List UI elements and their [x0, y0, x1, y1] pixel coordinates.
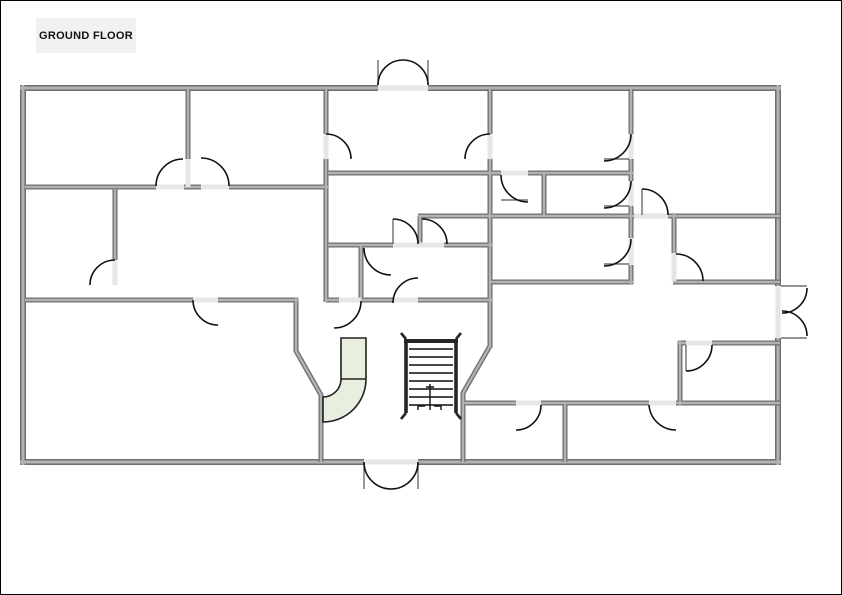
top-entrance-doors [377, 59, 429, 86]
ramp-body [322, 337, 367, 423]
stair-rails [400, 332, 462, 420]
door-leaves [363, 60, 807, 489]
staircase [400, 332, 462, 420]
door-thresholds [112, 85, 781, 465]
door-swing-arcs [89, 133, 713, 431]
exterior-walls [20, 85, 781, 465]
curved-ramp [322, 337, 367, 423]
entrance-door-arcs [363, 59, 808, 490]
stair-treads [409, 348, 453, 406]
bottom-entrance-doors [363, 461, 419, 490]
right-entrance-doors [781, 287, 808, 337]
interior-walls [25, 89, 780, 462]
stair-direction-arrow [417, 384, 442, 410]
floor-plan-title: GROUND FLOOR [36, 18, 136, 53]
